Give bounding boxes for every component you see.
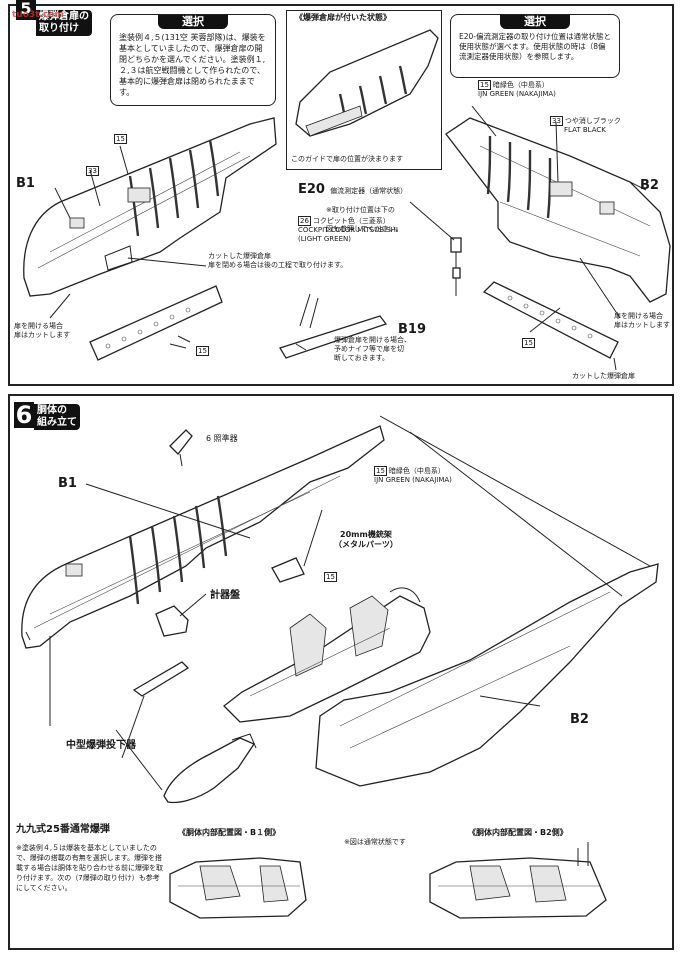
cut-door-bottom-label: カットした爆弾倉扉	[572, 372, 635, 380]
select-box-left: 選択 塗装例４,５(131空 芙蓉部隊)は、爆装を基本としていましたので、爆弾倉…	[110, 14, 276, 106]
b19-code: B19	[398, 322, 426, 337]
part-num-15-b: 15	[196, 346, 209, 356]
color-jp: 暗緑色（中島系）	[492, 81, 549, 89]
e20-callout: E20 偏流測定器（通常状態） ※取り付け位置は下の 図も参照してください。	[298, 178, 407, 235]
watermark: tuo3t.com	[12, 10, 64, 20]
select-box-right-text: E20-偏流測定器の取り付け位置は通常状態と使用状態が選べます。使用状態の時は（…	[459, 32, 611, 61]
bomb-text: ※塗装例４,５は爆装を基本としていましたので、爆弾の搭載の有無を選択します。爆弾…	[16, 844, 163, 892]
step-5-drawing	[23, 29, 671, 371]
door-attached-inset: 《爆弾倉扉が付いた状態》 このガイドで扉の位置が決まります	[286, 10, 442, 170]
e20-note2: 図も参照してください。	[326, 225, 403, 233]
select-box-right: 選択 E20-偏流測定器の取り付け位置は通常状態と使用状態が選べます。使用状態の…	[450, 14, 620, 78]
cut-door-note-line2: 扉を閉める場合は後の工程で取り付けます。	[208, 261, 348, 269]
label-b2: B2	[570, 712, 589, 727]
cockpit-jp: コクピット色（三菱系）	[312, 217, 390, 225]
paint-number: 15	[374, 466, 387, 476]
left-open-note-line1: 扉を開ける場合	[14, 322, 63, 330]
gun-mount-part-num: 15	[324, 572, 337, 582]
inset-title: 《爆弾倉扉が付いた状態》	[295, 13, 391, 22]
e20-jp: 偏流測定器（通常状態）	[330, 187, 408, 195]
instrument-panel-label: 計器盤	[210, 590, 240, 601]
step-5-badge: 5	[16, 0, 36, 20]
bomb-title: 九九式25番通常爆弾	[16, 824, 110, 835]
select-box-left-text: 塗装例４,５(131空 芙蓉部隊)は、爆装を基本としていましたので、爆弾倉扉の開…	[119, 33, 266, 97]
label-b1: B1	[16, 176, 35, 191]
cockpit-en2: (LIGHT GREEN)	[298, 235, 351, 243]
left-open-note: 扉を開ける場合 扉はカットします	[14, 322, 70, 340]
step-5-title-line2: 取り付け	[39, 23, 79, 34]
right-open-note-line2: 扉はカットします	[614, 321, 670, 329]
cut-door-note: カットした爆弾倉扉 扉を閉める場合は後の工程で取り付けます。	[208, 252, 347, 270]
paint-number: 33	[550, 116, 563, 126]
step-6-title-line1: 胴体の	[37, 405, 67, 416]
color-en: IJN GREEN (NAKAJIMA)	[374, 476, 452, 484]
select-box-left-head: 選択	[158, 15, 228, 29]
inner-layout-b2-title: 《胴体内部配置図・B2側》	[468, 828, 568, 837]
bomb-release-label: 中型爆弾投下器	[66, 740, 136, 751]
b19-label: B19	[398, 318, 426, 337]
right-open-note-line1: 扉を開ける場合	[614, 312, 663, 320]
paint-number: 26	[298, 216, 311, 226]
step-6-title: 胴体の 組み立て	[34, 404, 80, 430]
b19-note-line3: 断しておきます。	[334, 354, 389, 362]
part-num-33: 33	[86, 166, 99, 176]
step-6-drawing	[21, 415, 659, 919]
normal-state-note: ※図は通常状態です	[344, 838, 406, 846]
gun-mount-line1: 20mm機銃架	[340, 530, 392, 539]
gun-mount-line2: （メタルパーツ）	[334, 540, 398, 549]
e20-code: E20	[298, 182, 325, 197]
inset-caption: このガイドで扉の位置が決まります	[291, 155, 403, 163]
color-jp: 暗緑色（中島系）	[388, 467, 445, 475]
inner-layout-b1-title: 《胴体内部配置図・B１側》	[178, 828, 281, 837]
label-b1: B1	[58, 476, 77, 491]
step-5-panel: 5 爆弾倉扉の 取り付け 選択 塗装例４,５(131空 芙蓉部隊)は、爆装を基本…	[8, 0, 674, 386]
right-open-note: 扉を開ける場合 扉はカットします	[614, 312, 670, 330]
step-6-title-line2: 組み立て	[37, 417, 77, 428]
left-open-note-line2: 扉はカットします	[14, 331, 70, 339]
part-num-15-a: 15	[114, 134, 127, 144]
cockpit-en1: COCKPIT COLOR MITSUBISHI	[298, 226, 398, 234]
b19-note-line1: 爆弾倉扉を開ける場合、	[334, 336, 411, 344]
paint-number: 15	[478, 80, 491, 90]
gun-mount-label: 20mm機銃架 （メタルパーツ）	[334, 530, 398, 550]
color-en: IJN GREEN (NAKAJIMA)	[478, 90, 556, 98]
sight-label: 6 照準器	[206, 434, 238, 443]
cut-door-note-line1: カットした爆弾倉扉	[208, 252, 271, 260]
select-box-right-head: 選択	[500, 15, 570, 29]
bomb-callout: 九九式25番通常爆弾 ※塗装例４,５は爆装を基本としていましたので、爆弾の搭載の…	[16, 820, 166, 893]
b19-note: 爆弾倉扉を開ける場合、 予めナイフ等で扉を切 断しておきます。	[334, 336, 411, 363]
e20-note1: ※取り付け位置は下の	[326, 206, 395, 214]
color-jp: つや消しブラック	[564, 117, 621, 125]
b19-note-line2: 予めナイフ等で扉を切	[334, 345, 404, 353]
color-en: FLAT BLACK	[564, 126, 606, 134]
step-6-badge: 6	[14, 401, 34, 429]
label-b2: B2	[640, 178, 659, 193]
step-5-title: 爆弾倉扉の 取り付け	[36, 10, 92, 36]
step-5-title-line1: 爆弾倉扉の	[39, 11, 89, 22]
part-num-15-c: 15	[522, 338, 535, 348]
